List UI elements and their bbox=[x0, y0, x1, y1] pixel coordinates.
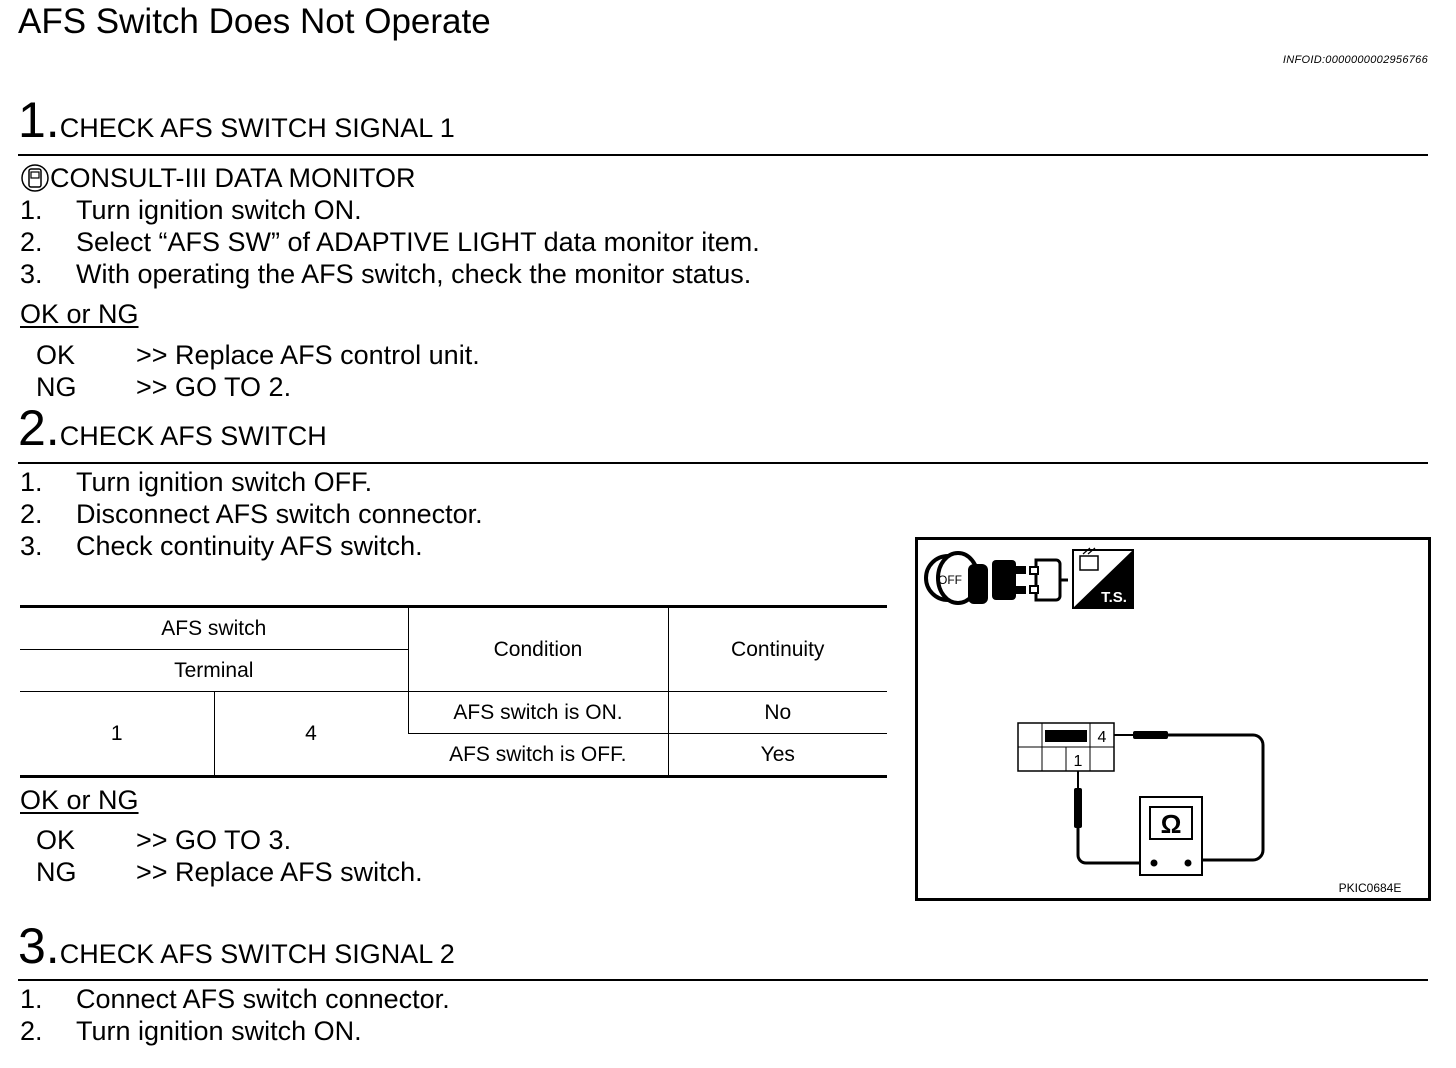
terminal-a: 1 bbox=[20, 691, 214, 778]
step-3-item: 1.Connect AFS switch connector. bbox=[20, 984, 450, 1014]
step-3-item: 2.Turn ignition switch ON. bbox=[20, 1016, 362, 1046]
step-1-ng-result: NG>> GO TO 2. bbox=[36, 372, 292, 402]
info-id: INFOID:0000000002956766 bbox=[1282, 54, 1428, 66]
step-2-ng-result: NG>> Replace AFS switch. bbox=[36, 857, 423, 887]
header-continuity: Continuity bbox=[667, 605, 887, 692]
step-1-title: CHECK AFS SWITCH SIGNAL 1 bbox=[59, 113, 455, 143]
step-2-ok-or-ng: OK or NG bbox=[20, 785, 139, 815]
table-row: 1 4 AFS switch is ON. No bbox=[20, 691, 887, 778]
step-1-rule bbox=[18, 154, 1428, 156]
continuity-table: AFS switch Condition Continuity Terminal… bbox=[20, 605, 887, 778]
connector-face: 4 1 bbox=[1017, 722, 1115, 772]
svg-text:OFF: OFF bbox=[938, 573, 962, 587]
consult-label: CONSULT-III DATA MONITOR bbox=[50, 163, 416, 193]
connector-disconnected-icon bbox=[992, 558, 1068, 602]
step-1-heading: 1.CHECK AFS SWITCH SIGNAL 1 bbox=[18, 95, 455, 145]
header-terminal: Terminal bbox=[20, 649, 408, 692]
step-2-item: 1.Turn ignition switch OFF. bbox=[20, 467, 373, 497]
table-row: AFS switch is OFF. Yes bbox=[20, 733, 887, 778]
page-title: AFS Switch Does Not Operate bbox=[18, 2, 491, 41]
header-afs-switch: AFS switch bbox=[20, 605, 408, 650]
terminal-b: 4 bbox=[213, 691, 408, 778]
consult-line: CONSULT-III DATA MONITOR bbox=[20, 163, 416, 194]
step-1-item: 2.Select “AFS SW” of ADAPTIVE LIGHT data… bbox=[20, 227, 760, 257]
svg-text:4: 4 bbox=[1098, 729, 1107, 746]
ohmmeter-icon: Ω bbox=[1139, 796, 1203, 876]
step-2-item: 2.Disconnect AFS switch connector. bbox=[20, 499, 483, 529]
ignition-off-icon: OFF bbox=[924, 551, 988, 605]
condition-cell: AFS switch is OFF. bbox=[408, 733, 668, 778]
step-2-ok-result: OK>> GO TO 3. bbox=[36, 825, 292, 855]
svg-text:Ω: Ω bbox=[1161, 809, 1182, 839]
condition-cell: AFS switch is ON. bbox=[407, 691, 668, 734]
svg-text:1: 1 bbox=[1074, 753, 1083, 770]
continuity-cell: Yes bbox=[667, 733, 887, 778]
header-condition: Condition bbox=[407, 605, 668, 692]
step-3-heading: 3.CHECK AFS SWITCH SIGNAL 2 bbox=[18, 921, 455, 971]
step-1-item: 3.With operating the AFS switch, check t… bbox=[20, 259, 752, 289]
step-2-number: 2. bbox=[18, 400, 60, 456]
tester-icon: T.S. bbox=[1072, 547, 1134, 609]
step-3-title: CHECK AFS SWITCH SIGNAL 2 bbox=[59, 939, 455, 969]
step-2-item: 3.Check continuity AFS switch. bbox=[20, 531, 423, 561]
step-2-title: CHECK AFS SWITCH bbox=[59, 421, 327, 451]
step-1-item: 1.Turn ignition switch ON. bbox=[20, 195, 362, 225]
continuity-cell: No bbox=[667, 691, 887, 734]
continuity-check-diagram: OFF T.S. 4 bbox=[915, 537, 1431, 901]
step-1-number: 1. bbox=[18, 92, 60, 148]
step-3-number: 3. bbox=[18, 918, 60, 974]
step-1-ok-result: OK>> Replace AFS control unit. bbox=[36, 340, 480, 370]
step-2-rule bbox=[18, 462, 1428, 464]
step-3-rule bbox=[18, 979, 1428, 981]
step-1-ok-or-ng: OK or NG bbox=[20, 299, 139, 329]
step-2-heading: 2.CHECK AFS SWITCH bbox=[18, 403, 327, 453]
figure-code: PKIC0684E bbox=[1339, 881, 1402, 895]
consult-iii-icon bbox=[20, 163, 50, 193]
svg-text:T.S.: T.S. bbox=[1101, 589, 1127, 606]
